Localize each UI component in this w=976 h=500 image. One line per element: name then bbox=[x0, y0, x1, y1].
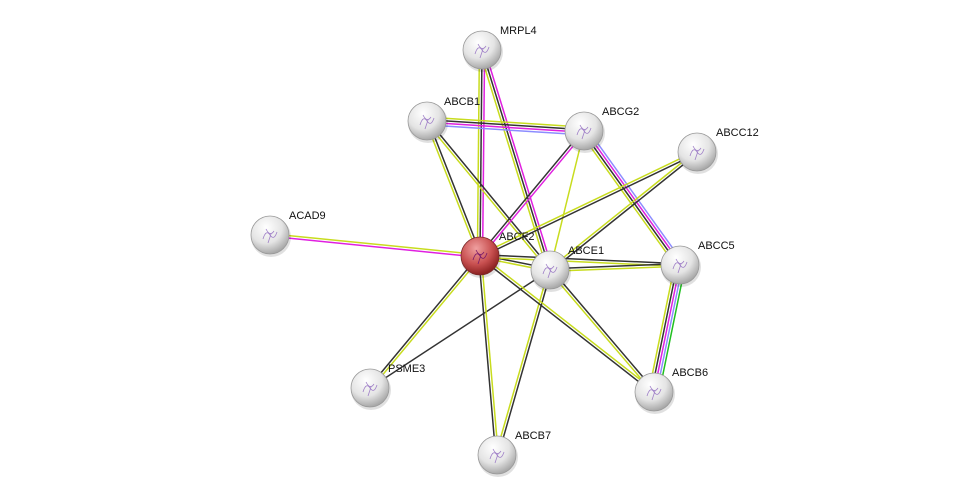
edge-line-coexpression bbox=[480, 152, 698, 258]
protein-structure-icon bbox=[489, 448, 505, 464]
edge-line-coexpression bbox=[478, 129, 584, 256]
edge-abcf2-abcb7[interactable] bbox=[477, 255, 500, 456]
edge-line-coexpression bbox=[477, 256, 497, 456]
node-abce1[interactable]: ABCE1 bbox=[530, 245, 604, 292]
edge-line-textmining bbox=[370, 256, 482, 390]
edge-abcc5-abcb6[interactable] bbox=[648, 263, 686, 394]
edge-line-textmining bbox=[580, 132, 678, 268]
node-abcb6[interactable]: ABCB6 bbox=[634, 367, 708, 414]
edge-line-textmining bbox=[495, 269, 550, 455]
edge-abcc12-abcf2[interactable] bbox=[479, 150, 698, 258]
edges-layer bbox=[269, 49, 699, 456]
edge-line-textmining bbox=[648, 263, 676, 392]
edge-line-experiments bbox=[653, 264, 681, 393]
protein-structure-icon bbox=[646, 385, 662, 401]
node-label: ABCB6 bbox=[672, 367, 708, 379]
edge-abcf2-abcb6[interactable] bbox=[478, 254, 656, 394]
edge-abce1-abcb7[interactable] bbox=[495, 269, 552, 456]
protein-structure-icon bbox=[672, 258, 688, 274]
edge-line-databases bbox=[586, 128, 684, 264]
protein-structure-icon bbox=[262, 228, 278, 244]
edge-abcf2-psme3[interactable] bbox=[368, 254, 482, 390]
edge-line-textmining bbox=[478, 50, 549, 271]
node-acad9[interactable]: ACAD9 bbox=[250, 210, 326, 257]
edge-line-coexpression bbox=[427, 120, 482, 256]
edge-line-coexpression bbox=[549, 262, 680, 270]
edge-line-textmining bbox=[550, 265, 681, 273]
edge-line-coexpression bbox=[427, 119, 552, 270]
edge-line-experiments bbox=[483, 49, 554, 270]
protein-structure-icon bbox=[362, 381, 378, 397]
node-psme3[interactable]: PSME3 bbox=[350, 363, 425, 410]
node-label: ABCG2 bbox=[602, 106, 639, 118]
protein-structure-icon bbox=[542, 263, 558, 279]
edge-line-experiments bbox=[481, 50, 486, 257]
node-abcg2[interactable]: ABCG2 bbox=[564, 106, 639, 153]
edge-abcg2-abcc5[interactable] bbox=[580, 128, 684, 268]
edge-line-textmining bbox=[480, 254, 656, 392]
edge-abcc12-abce1[interactable] bbox=[548, 150, 699, 272]
edge-line-coexpression bbox=[582, 131, 680, 267]
protein-structure-icon bbox=[689, 145, 705, 161]
edge-line-coexpression bbox=[550, 268, 656, 392]
edge-line-textmining bbox=[425, 121, 550, 272]
edge-acad9-abcf2[interactable] bbox=[269, 232, 481, 259]
edge-line-coexpression bbox=[481, 49, 551, 271]
edge-line-coexpression bbox=[427, 118, 585, 131]
protein-structure-icon bbox=[474, 43, 490, 59]
node-label: ACAD9 bbox=[289, 210, 326, 222]
edge-abce1-mrpl4[interactable] bbox=[478, 49, 554, 271]
edge-line-coexpression bbox=[650, 264, 679, 392]
edge-line-coexpression bbox=[480, 253, 681, 265]
node-label: ABCC5 bbox=[698, 240, 735, 252]
node-label: ABCB1 bbox=[444, 96, 480, 108]
edge-abcb1-abcf2[interactable] bbox=[425, 120, 482, 257]
edge-line-experiments bbox=[269, 235, 480, 259]
edge-line-textmining bbox=[425, 121, 480, 257]
edge-line-textmining bbox=[480, 255, 500, 455]
node-label: ABCB7 bbox=[515, 430, 551, 442]
edge-line-experiments bbox=[480, 131, 586, 258]
edge-line-textmining bbox=[476, 49, 481, 256]
edge-abcg2-abce1[interactable] bbox=[549, 130, 585, 271]
edge-line-experiments bbox=[426, 121, 584, 134]
node-abcf2[interactable]: ABCF2 bbox=[460, 231, 534, 278]
node-abcc5[interactable]: ABCC5 bbox=[660, 240, 735, 287]
edge-abce1-abcb6[interactable] bbox=[548, 268, 656, 394]
protein-structure-icon bbox=[419, 114, 435, 130]
edge-line-coexpression bbox=[368, 254, 480, 388]
edge-line-experiments bbox=[584, 129, 682, 265]
edge-line-textmining bbox=[479, 150, 697, 256]
edge-line-databases bbox=[655, 265, 684, 393]
edge-abce1-abcc5[interactable] bbox=[549, 262, 681, 273]
edge-line-coexpression bbox=[478, 256, 654, 394]
edge-line-textmining bbox=[270, 232, 481, 256]
edge-line-coexpression bbox=[497, 270, 552, 456]
edge-line-coexpression bbox=[550, 152, 699, 272]
edge-line-neighborhood bbox=[658, 265, 686, 394]
edge-line-coexpression bbox=[479, 49, 483, 257]
node-label: ABCF2 bbox=[499, 231, 534, 243]
edge-abcb1-abcg2[interactable] bbox=[426, 116, 585, 136]
node-abcb1[interactable]: ABCB1 bbox=[407, 96, 480, 143]
edge-line-databases bbox=[426, 124, 584, 136]
edge-line-textmining bbox=[548, 270, 654, 394]
edge-line-textmining bbox=[549, 130, 585, 271]
node-label: PSME3 bbox=[388, 363, 425, 375]
edge-line-textmining bbox=[548, 150, 697, 270]
node-mrpl4[interactable]: MRPL4 bbox=[462, 25, 537, 72]
edge-abcb1-abce1[interactable] bbox=[425, 119, 552, 272]
node-label: ABCE1 bbox=[568, 245, 604, 257]
protein-structure-icon bbox=[472, 249, 488, 265]
node-label: ABCC12 bbox=[716, 127, 759, 139]
edge-abcg2-abcf2[interactable] bbox=[478, 129, 586, 258]
protein-structure-icon bbox=[576, 124, 592, 140]
node-abcc12[interactable]: ABCC12 bbox=[677, 127, 759, 174]
node-label: MRPL4 bbox=[500, 25, 537, 37]
node-abcb7[interactable]: ABCB7 bbox=[477, 430, 551, 477]
edge-abcf2-mrpl4[interactable] bbox=[476, 49, 486, 257]
edge-line-textmining bbox=[427, 116, 585, 128]
